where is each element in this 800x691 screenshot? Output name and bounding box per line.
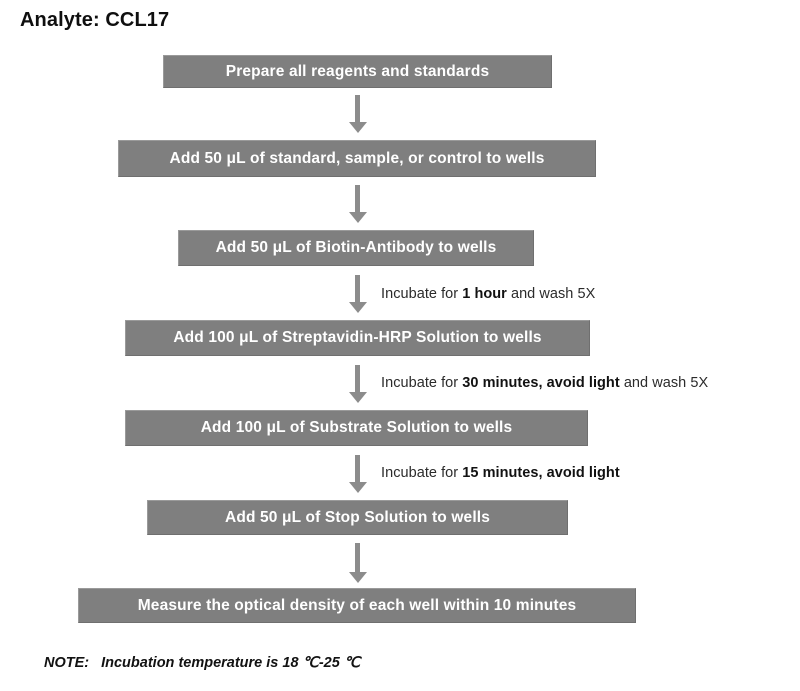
- flow-arrow-1-to-2: [349, 95, 367, 133]
- arrow-stem: [355, 95, 360, 122]
- arrow-stem: [355, 455, 360, 482]
- arrow-head-icon: [349, 392, 367, 403]
- annotation-3-prefix: Incubate for: [381, 465, 463, 481]
- annotation-2-suffix: and wash 5X: [619, 375, 709, 391]
- arrow-stem: [355, 543, 360, 572]
- note-label: NOTE:: [44, 655, 90, 671]
- flow-arrow-4-to-5: [349, 365, 367, 403]
- flow-arrow-3-to-4: [349, 275, 367, 313]
- annotation-1-suffix: and wash 5X: [506, 286, 596, 302]
- note-text: Incubation temperature is 18 ℃-25 ℃: [101, 655, 361, 671]
- flow-step-4[interactable]: Add 100 μL of Streptavidin-HRP Solution …: [125, 320, 590, 356]
- flow-arrow-5-to-6: [349, 455, 367, 493]
- arrow-stem: [355, 365, 360, 392]
- flow-arrow-6-to-7: [349, 543, 367, 583]
- arrow-head-icon: [349, 572, 367, 583]
- annotation-2-emphasis: 30 minutes, avoid light: [462, 375, 620, 391]
- flow-annotation-2: Incubate for 30 minutes, avoid light and…: [381, 375, 708, 391]
- flow-step-6[interactable]: Add 50 μL of Stop Solution to wells: [147, 500, 568, 535]
- arrow-stem: [355, 275, 360, 302]
- arrow-head-icon: [349, 482, 367, 493]
- flow-step-5[interactable]: Add 100 μL of Substrate Solution to well…: [125, 410, 588, 446]
- annotation-3-emphasis: 15 minutes, avoid light: [462, 465, 620, 481]
- footer-note: NOTE: Incubation temperature is 18 ℃-25 ℃: [44, 655, 360, 671]
- arrow-head-icon: [349, 212, 367, 223]
- arrow-stem: [355, 185, 360, 212]
- flow-step-7[interactable]: Measure the optical density of each well…: [78, 588, 636, 623]
- arrow-head-icon: [349, 302, 367, 313]
- page-title: Analyte: CCL17: [20, 9, 170, 31]
- flow-step-1[interactable]: Prepare all reagents and standards: [163, 55, 552, 88]
- arrow-head-icon: [349, 122, 367, 133]
- annotation-1-emphasis: 1 hour: [462, 286, 507, 302]
- flow-arrow-2-to-3: [349, 185, 367, 223]
- flow-step-2[interactable]: Add 50 μL of standard, sample, or contro…: [118, 140, 596, 177]
- flow-annotation-3: Incubate for 15 minutes, avoid light: [381, 465, 620, 481]
- annotation-1-prefix: Incubate for: [381, 286, 463, 302]
- flow-annotation-1: Incubate for 1 hour and wash 5X: [381, 286, 595, 302]
- annotation-2-prefix: Incubate for: [381, 375, 463, 391]
- flow-step-3[interactable]: Add 50 μL of Biotin-Antibody to wells: [178, 230, 534, 266]
